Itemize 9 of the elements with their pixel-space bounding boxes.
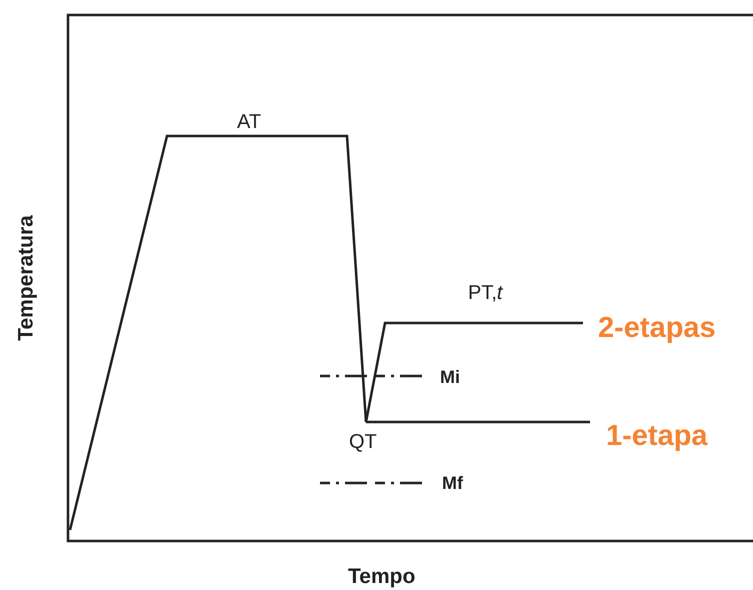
- stage-label: PT,t: [468, 283, 502, 303]
- axis-title: Temperatura: [16, 215, 36, 341]
- temperature-label: Mf: [442, 474, 463, 492]
- axis-title: Tempo: [348, 566, 416, 587]
- stage-label: QT: [349, 432, 377, 452]
- stage-label: AT: [237, 112, 262, 132]
- curve-label: 2-etapas: [598, 314, 716, 343]
- curve-label: 1-etapa: [606, 422, 708, 451]
- temperature-label: Mi: [440, 368, 460, 386]
